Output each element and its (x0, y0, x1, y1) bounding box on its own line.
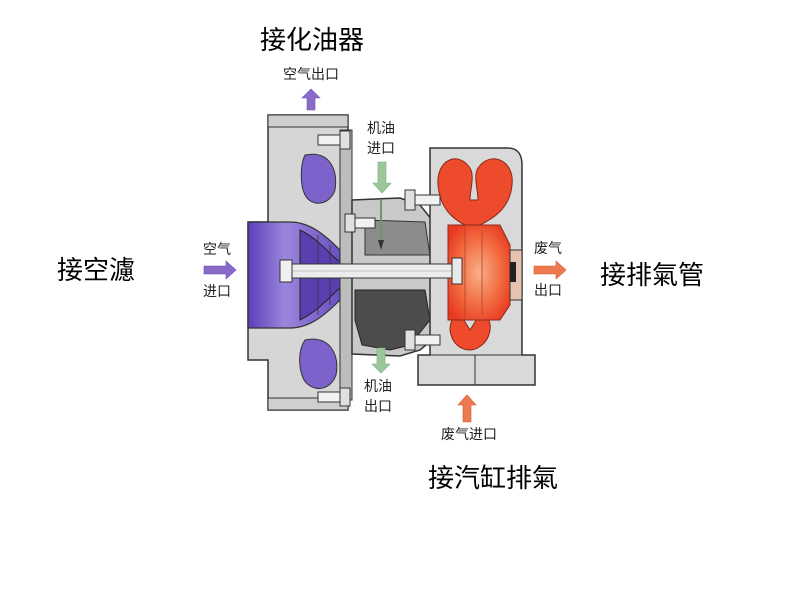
turbine-shaft (279, 257, 463, 285)
air-inlet-arrow-icon (203, 260, 237, 280)
oil-inlet-label-1: 机油 (367, 121, 395, 137)
bolt-bottom-right (404, 329, 441, 351)
bolt-bottom-left (317, 387, 351, 407)
air-inlet-label-1: 空气 (203, 242, 231, 258)
compressor-housing (247, 114, 353, 411)
exhaust-outlet-arrow-icon (533, 260, 567, 280)
air-outlet-label: 空气出口 (283, 67, 339, 83)
exhaust-pipe-connection-label: 接排氣管 (600, 261, 705, 291)
exhaust-inlet-label: 废气进口 (441, 427, 497, 443)
oil-outlet-label-2: 出口 (364, 399, 392, 415)
carburetor-connection-label: 接化油器 (260, 26, 365, 56)
exhaust-inlet-arrow-icon (457, 394, 477, 423)
exhaust-outlet-label-1: 废气 (534, 241, 562, 257)
bolts (317, 130, 441, 407)
exhaust-outlet-label-2: 出口 (534, 283, 562, 299)
air-outlet-arrow-icon (301, 88, 321, 111)
bolt-top-right (404, 189, 441, 211)
oil-inlet-arrow-icon (372, 161, 392, 194)
air-filter-connection-label: 接空濾 (57, 256, 136, 286)
bolt-center-left (344, 213, 376, 233)
cylinder-exhaust-connection-label: 接汽缸排氣 (428, 464, 559, 494)
oil-outlet-label-1: 机油 (364, 379, 392, 395)
air-inlet-label-2: 进口 (203, 284, 231, 300)
bolt-top-left (317, 130, 351, 150)
oil-outlet-arrow-icon (371, 347, 391, 374)
turbine-housing (417, 147, 536, 386)
oil-inlet-label-2: 进口 (367, 141, 395, 157)
